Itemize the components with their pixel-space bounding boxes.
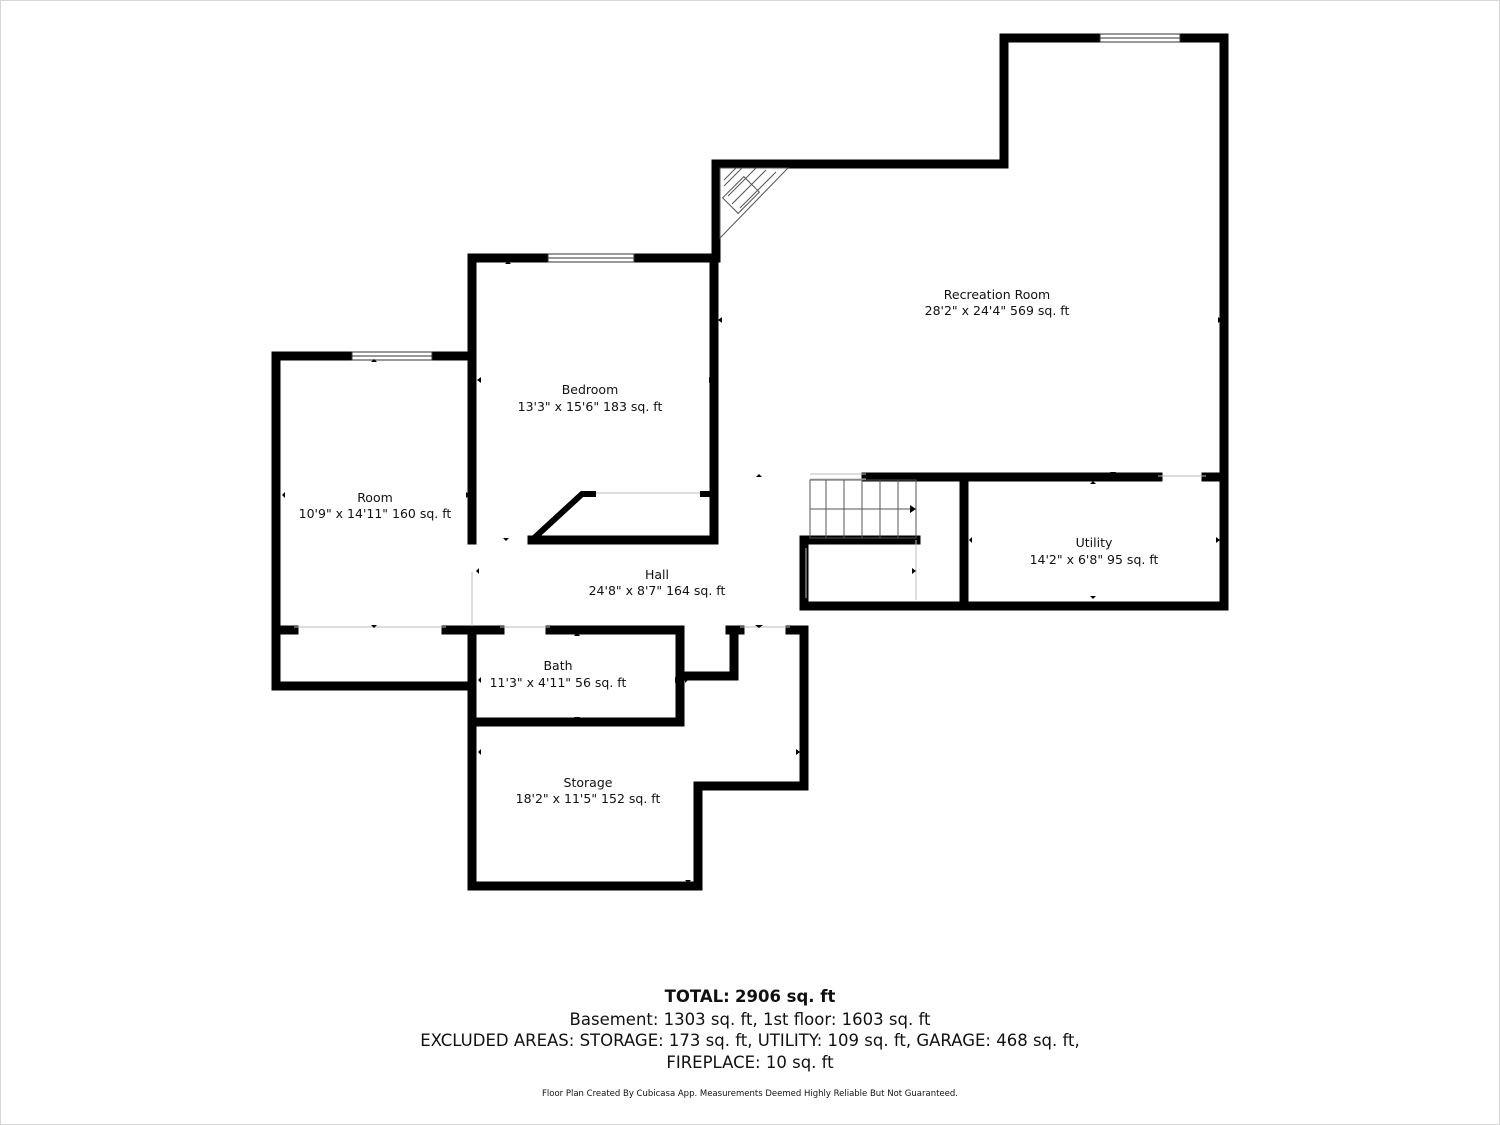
room-name-recreation: Recreation Room: [944, 287, 1050, 302]
windows: [351, 33, 1181, 361]
thin-lines: [294, 473, 1206, 628]
total-area: TOTAL: 2906 sq. ft: [0, 987, 1500, 1006]
room-label-recreation: Recreation Room 28'2" x 24'4" 569 sq. ft: [925, 287, 1070, 318]
room-dims-bath: 11'3" x 4'11" 56 sq. ft: [490, 675, 627, 690]
room-label-room: Room 10'9" x 14'11" 160 sq. ft: [299, 490, 452, 521]
excluded-areas: EXCLUDED AREAS: STORAGE: 173 sq. ft, UTI…: [420, 1031, 1080, 1050]
fireplace-area: FIREPLACE: 10 sq. ft: [666, 1053, 834, 1072]
wall-closet-nook: [675, 625, 739, 681]
room-name-utility: Utility: [1076, 535, 1113, 550]
total-value: 2906 sq. ft: [735, 987, 836, 1006]
room-name-room: Room: [357, 490, 393, 505]
room-label-hall: Hall 24'8" x 8'7" 164 sq. ft: [589, 567, 726, 598]
walls: [271, 33, 1229, 891]
room-label-bedroom: Bedroom 13'3" x 15'6" 183 sq. ft: [518, 382, 663, 414]
room-name-bath: Bath: [543, 658, 572, 673]
wall-recreation-outer: [711, 33, 1229, 611]
room-name-storage: Storage: [564, 775, 613, 790]
room-dims-utility: 14'2" x 6'8" 95 sq. ft: [1030, 552, 1159, 567]
room-label-bath: Bath 11'3" x 4'11" 56 sq. ft: [490, 658, 627, 690]
room-dims-hall: 24'8" x 8'7" 164 sq. ft: [589, 583, 726, 598]
room-name-bedroom: Bedroom: [562, 382, 619, 397]
room-dims-room: 10'9" x 14'11" 160 sq. ft: [299, 506, 452, 521]
wall-storage: [467, 625, 809, 891]
room-dims-recreation: 28'2" x 24'4" 569 sq. ft: [925, 303, 1070, 318]
fireplace: [719, 167, 790, 240]
floor-areas: Basement: 1303 sq. ft, 1st floor: 1603 s…: [569, 1010, 931, 1029]
closet-diagonal: [529, 491, 714, 543]
room-label-storage: Storage 18'2" x 11'5" 152 sq. ft: [516, 775, 661, 806]
room-name-hall: Hall: [645, 567, 669, 582]
wall-room-west: [271, 351, 477, 691]
footer-disclaimer: Floor Plan Created By Cubicasa App. Meas…: [542, 1089, 958, 1099]
dimension-ticks: [282, 261, 1222, 883]
total-label: TOTAL:: [664, 987, 730, 1006]
room-dims-storage: 18'2" x 11'5" 152 sq. ft: [516, 791, 661, 806]
stairs: [809, 479, 917, 539]
room-label-utility: Utility 14'2" x 6'8" 95 sq. ft: [1030, 535, 1159, 567]
stair-arrow: [910, 505, 916, 513]
room-dims-bedroom: 13'3" x 15'6" 183 sq. ft: [518, 399, 663, 414]
